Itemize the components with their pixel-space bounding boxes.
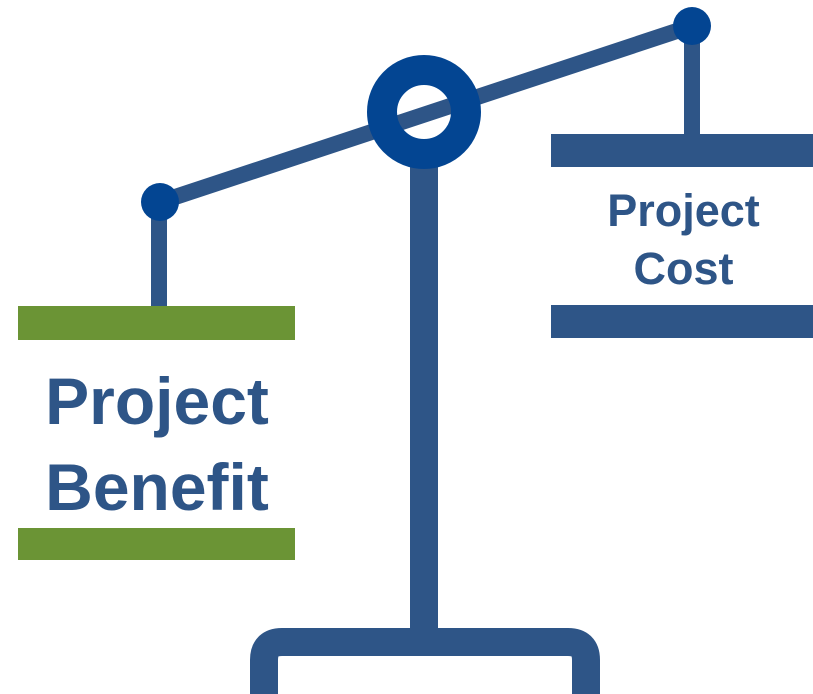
benefit-label-line2: Benefit <box>45 450 269 524</box>
cost-label-line2: Cost <box>633 243 734 294</box>
cost-beam-knob <box>673 7 711 45</box>
project-cost-label: Project Cost <box>556 182 811 298</box>
cost-label-line1: Project <box>607 185 760 236</box>
benefit-hanger-rod <box>151 202 167 308</box>
scale-base <box>250 628 600 694</box>
benefit-pan-bottom-bar <box>18 528 295 560</box>
project-benefit-label: Project Benefit <box>22 358 292 530</box>
benefit-pan-top-bar <box>18 306 295 340</box>
scale-pivot-ring <box>367 55 481 169</box>
cost-hanger-rod <box>684 26 700 134</box>
cost-pan-top-bar <box>551 134 813 167</box>
benefit-beam-knob <box>141 183 179 221</box>
scale-center-post <box>410 150 438 640</box>
cost-pan-bottom-bar <box>551 305 813 338</box>
benefit-label-line1: Project <box>45 364 269 438</box>
scale-beam <box>152 18 700 210</box>
